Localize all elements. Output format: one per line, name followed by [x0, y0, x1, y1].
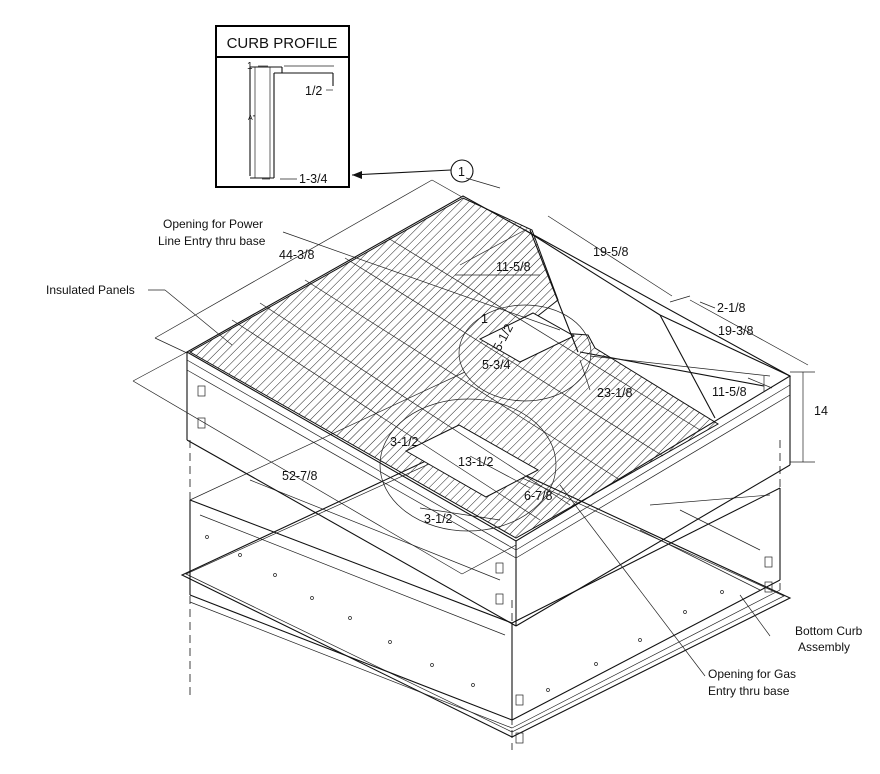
dim-11-5-8-top: 11-5/8	[496, 260, 531, 274]
profile-dim-top: 1	[247, 61, 253, 72]
dim-3-1-2-upper: 3-1/2	[390, 435, 419, 449]
dim-5-3-4: 5-3/4	[482, 358, 511, 372]
profile-dim-bottom: 1-3/4	[299, 172, 328, 186]
power-entry-label-line2: Line Entry thru base	[158, 234, 266, 248]
power-entry-opening	[478, 312, 576, 363]
gas-entry-opening	[404, 424, 540, 498]
profile-dim-flange: 1/2	[305, 84, 322, 98]
bottom-curb-label-line1: Bottom Curb	[795, 624, 863, 638]
dim-44-3-8: 44-3/8	[279, 248, 314, 262]
dim-52-7-8: 52-7/8	[282, 469, 317, 483]
dim-14: 14	[814, 404, 828, 418]
dimension-lines	[132, 179, 815, 575]
gas-opening-detail-ellipse	[379, 398, 557, 532]
curb-profile-title: CURB PROFILE	[227, 35, 338, 52]
detail-marker-number: 1	[458, 165, 465, 179]
dim-13-1-2: 13-1/2	[458, 455, 493, 469]
callout-leaders	[148, 231, 771, 677]
bottom-curb-label-line2: Assembly	[798, 640, 850, 654]
top-curb-assembly	[185, 195, 792, 627]
insulated-panels-label: Insulated Panels	[46, 283, 135, 297]
power-entry-label-line1: Opening for Power	[163, 217, 263, 231]
dim-19-5-8: 19-5/8	[593, 245, 628, 259]
dim-1: 1	[481, 312, 488, 326]
detail-callout: 1	[351, 159, 501, 189]
dim-3-1-2-lower: 3-1/2	[424, 512, 453, 526]
profile-dim-height: A"	[248, 115, 256, 122]
dim-11-5-8-right: 11-5/8	[712, 385, 747, 399]
gas-entry-label-line2: Entry thru base	[708, 684, 790, 698]
gas-entry-label-line1: Opening for Gas	[708, 667, 796, 681]
power-opening-detail-ellipse	[458, 304, 592, 402]
curb-profile-box: CURB PROFILE 1 1/2 A" 1-3/4	[215, 25, 350, 188]
dim-6-7-8: 6-7/8	[524, 489, 553, 503]
dim-19-3-8: 19-3/8	[718, 324, 753, 338]
dim-2-1-8: 2-1/8	[717, 301, 746, 315]
dim-23-1-8: 23-1/8	[597, 386, 632, 400]
